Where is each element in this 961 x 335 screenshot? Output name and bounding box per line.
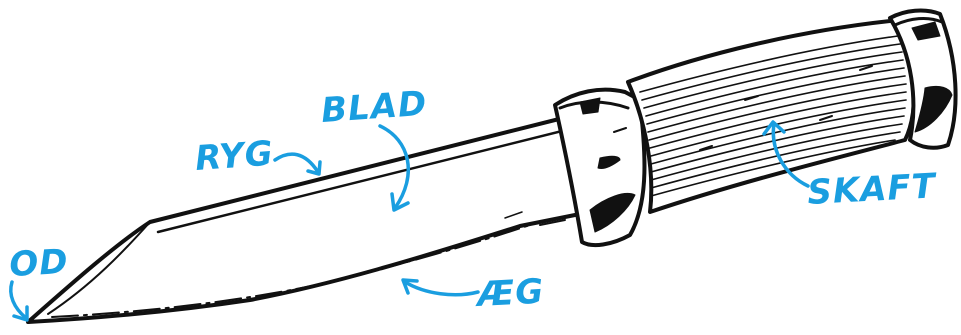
blad-arrow [378,124,410,210]
knife-illustration [26,8,958,324]
ryg-arrow [273,152,320,174]
label-blad: BLAD [320,84,429,131]
od-arrowhead [12,305,29,322]
skaft-arrow [771,122,810,188]
part-labels: BLAD RYG OD ÆG SKAFT [8,84,938,315]
knife-blade [26,113,602,324]
label-od: OD [8,242,69,285]
aeg-arrow [403,280,480,297]
label-aeg: ÆG [473,272,545,316]
blad-arrowhead [390,192,410,212]
label-skaft: SKAFT [806,166,938,213]
aeg-arrowhead [401,278,419,295]
knife-handle [626,18,917,214]
label-ryg: RYG [194,134,275,179]
knife-pommel [888,8,958,150]
skaft-arrowhead [762,120,786,136]
knife-guard [553,87,647,248]
annotation-arrows [9,120,810,322]
od-arrow [9,280,28,320]
ryg-arrowhead [306,160,322,176]
